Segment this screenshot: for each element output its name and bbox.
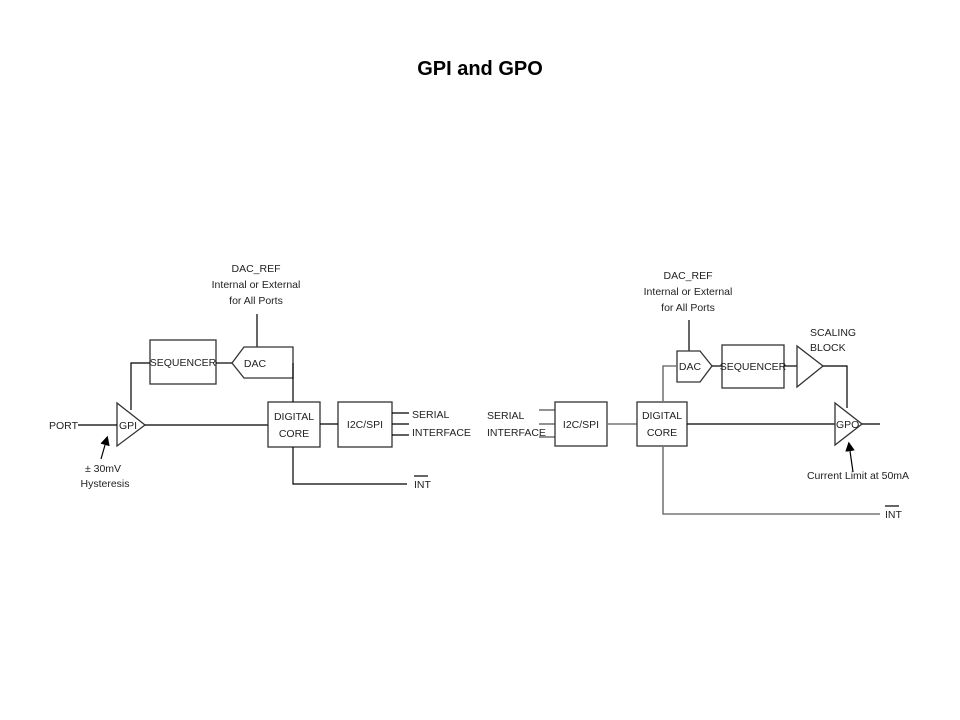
gpi-label: GPI (119, 420, 137, 432)
gpi-serial-label-2: INTERFACE (412, 427, 471, 439)
gpo-digital-core-block (636, 401, 688, 447)
gpo-buffer-triangle (834, 401, 864, 447)
gpi-serial-label-1: SERIAL (412, 409, 450, 421)
slide-title: GPI and GPO (417, 58, 543, 80)
gpo-dac-ref-line2: Internal or External (644, 286, 733, 298)
gpi-i2c-label: I2C/SPI (347, 419, 383, 431)
hysteresis-arrow (100, 435, 110, 460)
gpi-i2c-spi-block (337, 401, 393, 448)
gpi-diagram: DAC_REF Internal or External for All Por… (49, 263, 471, 491)
gpo-core-label-2: CORE (647, 427, 677, 439)
gpo-i2c-label: I2C/SPI (563, 419, 599, 431)
gpo-dac-ref-line3: for All Ports (661, 302, 715, 314)
gpi-dac-block (231, 346, 294, 379)
gpo-diagram: DAC_REF Internal or External for All Por… (487, 270, 909, 521)
gpo-serial-label-1: SERIAL (487, 410, 525, 422)
gpo-label: GPO (836, 419, 859, 431)
gpi-int-wire (292, 447, 407, 485)
gpi-core-label-1: DIGITAL (274, 411, 314, 423)
hysteresis-line2: Hysteresis (80, 478, 129, 490)
gpo-dac-block (676, 350, 713, 383)
gpi-seq-wire (130, 362, 150, 410)
gpo-sequencer-block (721, 344, 785, 389)
scaling-label-2: BLOCK (810, 342, 846, 354)
gpi-digital-core-block (267, 401, 321, 448)
gpo-int-wire (662, 446, 880, 515)
gpo-serial-label-2: INTERFACE (487, 427, 546, 439)
scaling-block-triangle (796, 344, 825, 389)
current-limit-arrow (845, 441, 855, 473)
gpi-core-label-2: CORE (279, 428, 309, 440)
gpi-dac-ref-line3: for All Ports (229, 295, 283, 307)
gpo-core-dac-wire (662, 365, 677, 402)
scaling-label-1: SCALING (810, 327, 856, 339)
scaling-gpo-wire (823, 365, 848, 408)
port-label: PORT (49, 420, 79, 432)
current-limit-label: Current Limit at 50mA (807, 470, 909, 482)
gpi-dac-ref-line1: DAC_REF (231, 263, 280, 275)
gpo-dac-label: DAC (679, 361, 702, 373)
gpo-core-label-1: DIGITAL (642, 410, 682, 422)
gpi-dac-ref-line2: Internal or External (212, 279, 301, 291)
gpo-sequencer-label: SEQUENCER (720, 361, 787, 373)
gpi-dac-label: DAC (244, 358, 267, 370)
hysteresis-line1: ± 30mV (85, 463, 121, 475)
gpo-dac-ref-line1: DAC_REF (663, 270, 712, 282)
gpi-int-label: INT (414, 479, 432, 491)
gpi-sequencer-label: SEQUENCER (150, 357, 217, 369)
gpo-int-label: INT (885, 509, 903, 521)
gpi-sequencer-block (149, 339, 217, 385)
